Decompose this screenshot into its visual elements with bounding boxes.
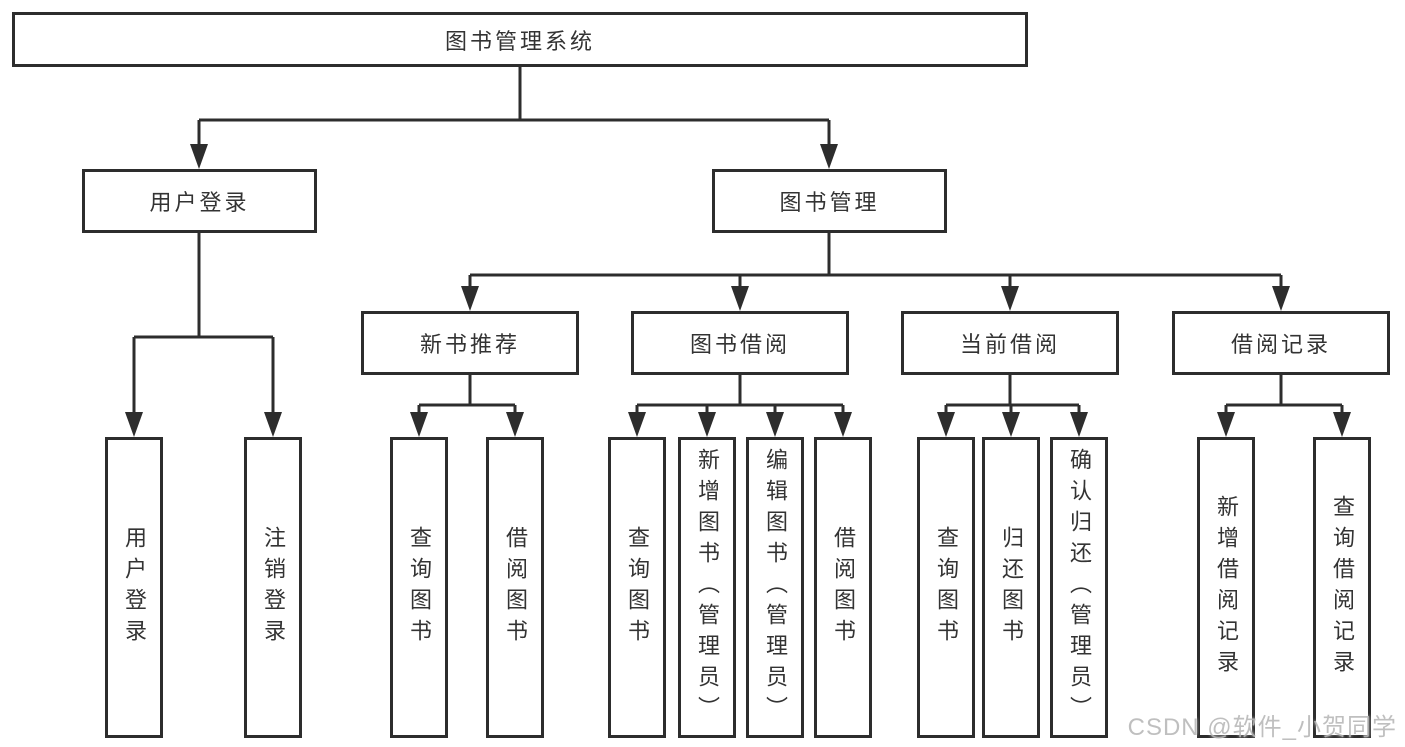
watermark: CSDN @软件_小贺同学 [1127,714,1397,741]
connector-borrowing-records-branch [1217,375,1351,437]
leaf-borrow-books-borrowing: 借阅图书 [814,437,872,738]
leaf-logout: 注销登录 [244,437,302,738]
arrowhead [937,412,955,437]
leaf-borrow-books-recommend: 借阅图书 [486,437,544,738]
arrowhead [461,286,479,311]
arrowhead [1001,286,1019,311]
leaf-edit-book-admin: 编辑图书（管理员） [746,437,804,738]
node-book-borrowing: 图书借阅 [631,311,849,375]
arrowhead [834,412,852,437]
leaf-query-borrow-record: 查询借阅记录 [1313,437,1371,738]
leaf-return-books: 归还图书 [982,437,1040,738]
arrowhead [628,412,646,437]
arrowhead [731,286,749,311]
arrowhead [820,144,838,169]
connector-root-branch [190,67,838,169]
leaf-query-books-borrowing: 查询图书 [608,437,666,738]
connector-new-book-recommend-branch [410,375,524,437]
arrowhead [1217,412,1235,437]
arrowhead [698,412,716,437]
arrowhead [264,412,282,437]
connector-book-management-branch [461,233,1290,311]
node-user-login: 用户登录 [82,169,317,233]
arrowhead [190,144,208,169]
leaf-confirm-return-admin: 确认归还（管理员） [1050,437,1108,738]
connector-current-borrowing-branch [937,375,1088,437]
arrowhead [1002,412,1020,437]
leaf-add-book-admin: 新增图书（管理员） [678,437,736,738]
connector-book-borrowing-branch [628,375,852,437]
arrowhead [125,412,143,437]
leaf-add-borrow-record: 新增借阅记录 [1197,437,1255,738]
node-new-book-recommend: 新书推荐 [361,311,579,375]
arrowhead [506,412,524,437]
arrowhead [766,412,784,437]
arrowhead [1070,412,1088,437]
node-current-borrowing: 当前借阅 [901,311,1119,375]
leaf-query-books-recommend: 查询图书 [390,437,448,738]
node-book-management: 图书管理 [712,169,947,233]
node-borrowing-records: 借阅记录 [1172,311,1390,375]
connector-user-login-branch [125,233,282,437]
arrowhead [1272,286,1290,311]
arrowhead [1333,412,1351,437]
leaf-query-books-current: 查询图书 [917,437,975,738]
node-root: 图书管理系统 [12,12,1028,67]
leaf-user-login: 用户登录 [105,437,163,738]
arrowhead [410,412,428,437]
